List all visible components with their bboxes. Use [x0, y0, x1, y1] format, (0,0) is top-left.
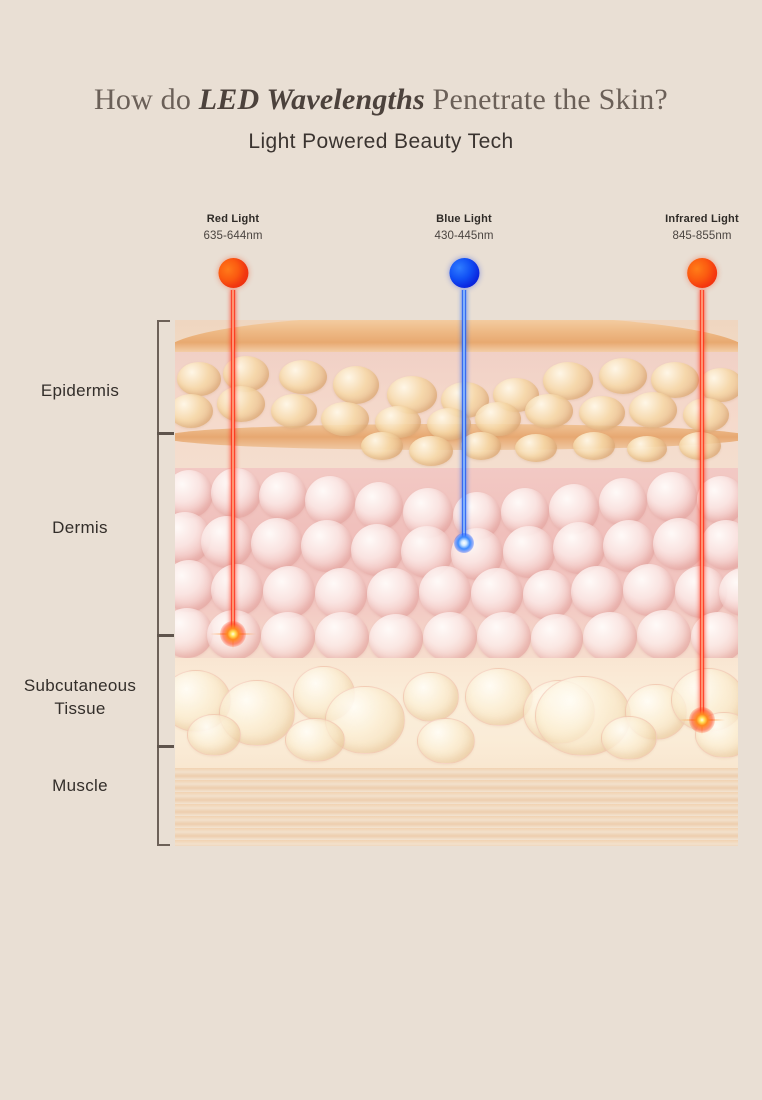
infrared-light-name: Infrared Light — [665, 213, 739, 225]
layer-label-subcutaneous-line2: Tissue — [54, 698, 106, 718]
infrared-beam-endpoint — [689, 707, 715, 733]
bracket-tick-epidermis-dermis — [157, 432, 174, 435]
layer-label-muscle: Muscle — [52, 776, 108, 795]
light-source-blue: Blue Light 430-445nm — [434, 213, 493, 288]
blue-beam-endpoint — [454, 533, 474, 553]
blue-light-name: Blue Light — [436, 213, 492, 225]
title-part-1: How do — [94, 83, 199, 116]
blue-light-beam — [461, 290, 467, 543]
bracket-spine — [157, 320, 159, 846]
bracket-tick-dermis-subcutaneous — [157, 634, 174, 637]
page-subtitle: Light Powered Beauty Tech — [248, 130, 514, 153]
page-title: How do LED Wavelengths Penetrate the Ski… — [0, 83, 762, 117]
red-beam-endpoint — [220, 621, 246, 647]
infrared-light-bulb-icon — [686, 258, 717, 288]
title-part-2: Penetrate the Skin? — [424, 83, 668, 116]
layer-label-subcutaneous-line1: Subcutaneous — [23, 676, 137, 695]
red-light-wavelength: 635-644nm — [203, 230, 263, 242]
layer-bracket — [157, 320, 174, 846]
red-light-name: Red Light — [206, 213, 260, 225]
red-light-beam — [230, 290, 236, 635]
light-source-red: Red Light 635-644nm — [203, 213, 262, 288]
layer-label-subcutaneous: Subcutaneous Tissue — [0, 675, 160, 721]
bracket-cap-bottom — [157, 844, 170, 846]
bracket-tick-subcutaneous-muscle — [157, 745, 174, 748]
title-emphasis: LED Wavelengths — [198, 83, 425, 116]
bracket-cap-top — [157, 320, 170, 322]
layer-label-epidermis: Epidermis — [40, 381, 120, 400]
skin-layer-muscle — [175, 768, 738, 846]
header: How do LED Wavelengths Penetrate the Ski… — [0, 0, 762, 154]
red-light-bulb-icon — [218, 258, 248, 288]
infrared-light-beam — [699, 290, 705, 721]
infrared-light-wavelength: 845-855nm — [672, 230, 732, 242]
blue-light-bulb-icon — [449, 258, 479, 288]
layer-label-dermis: Dermis — [52, 518, 108, 537]
light-source-infrared: Infrared Light 845-855nm — [665, 213, 739, 288]
blue-light-wavelength: 430-445nm — [434, 230, 494, 242]
epidermis-surface-band — [175, 320, 738, 352]
